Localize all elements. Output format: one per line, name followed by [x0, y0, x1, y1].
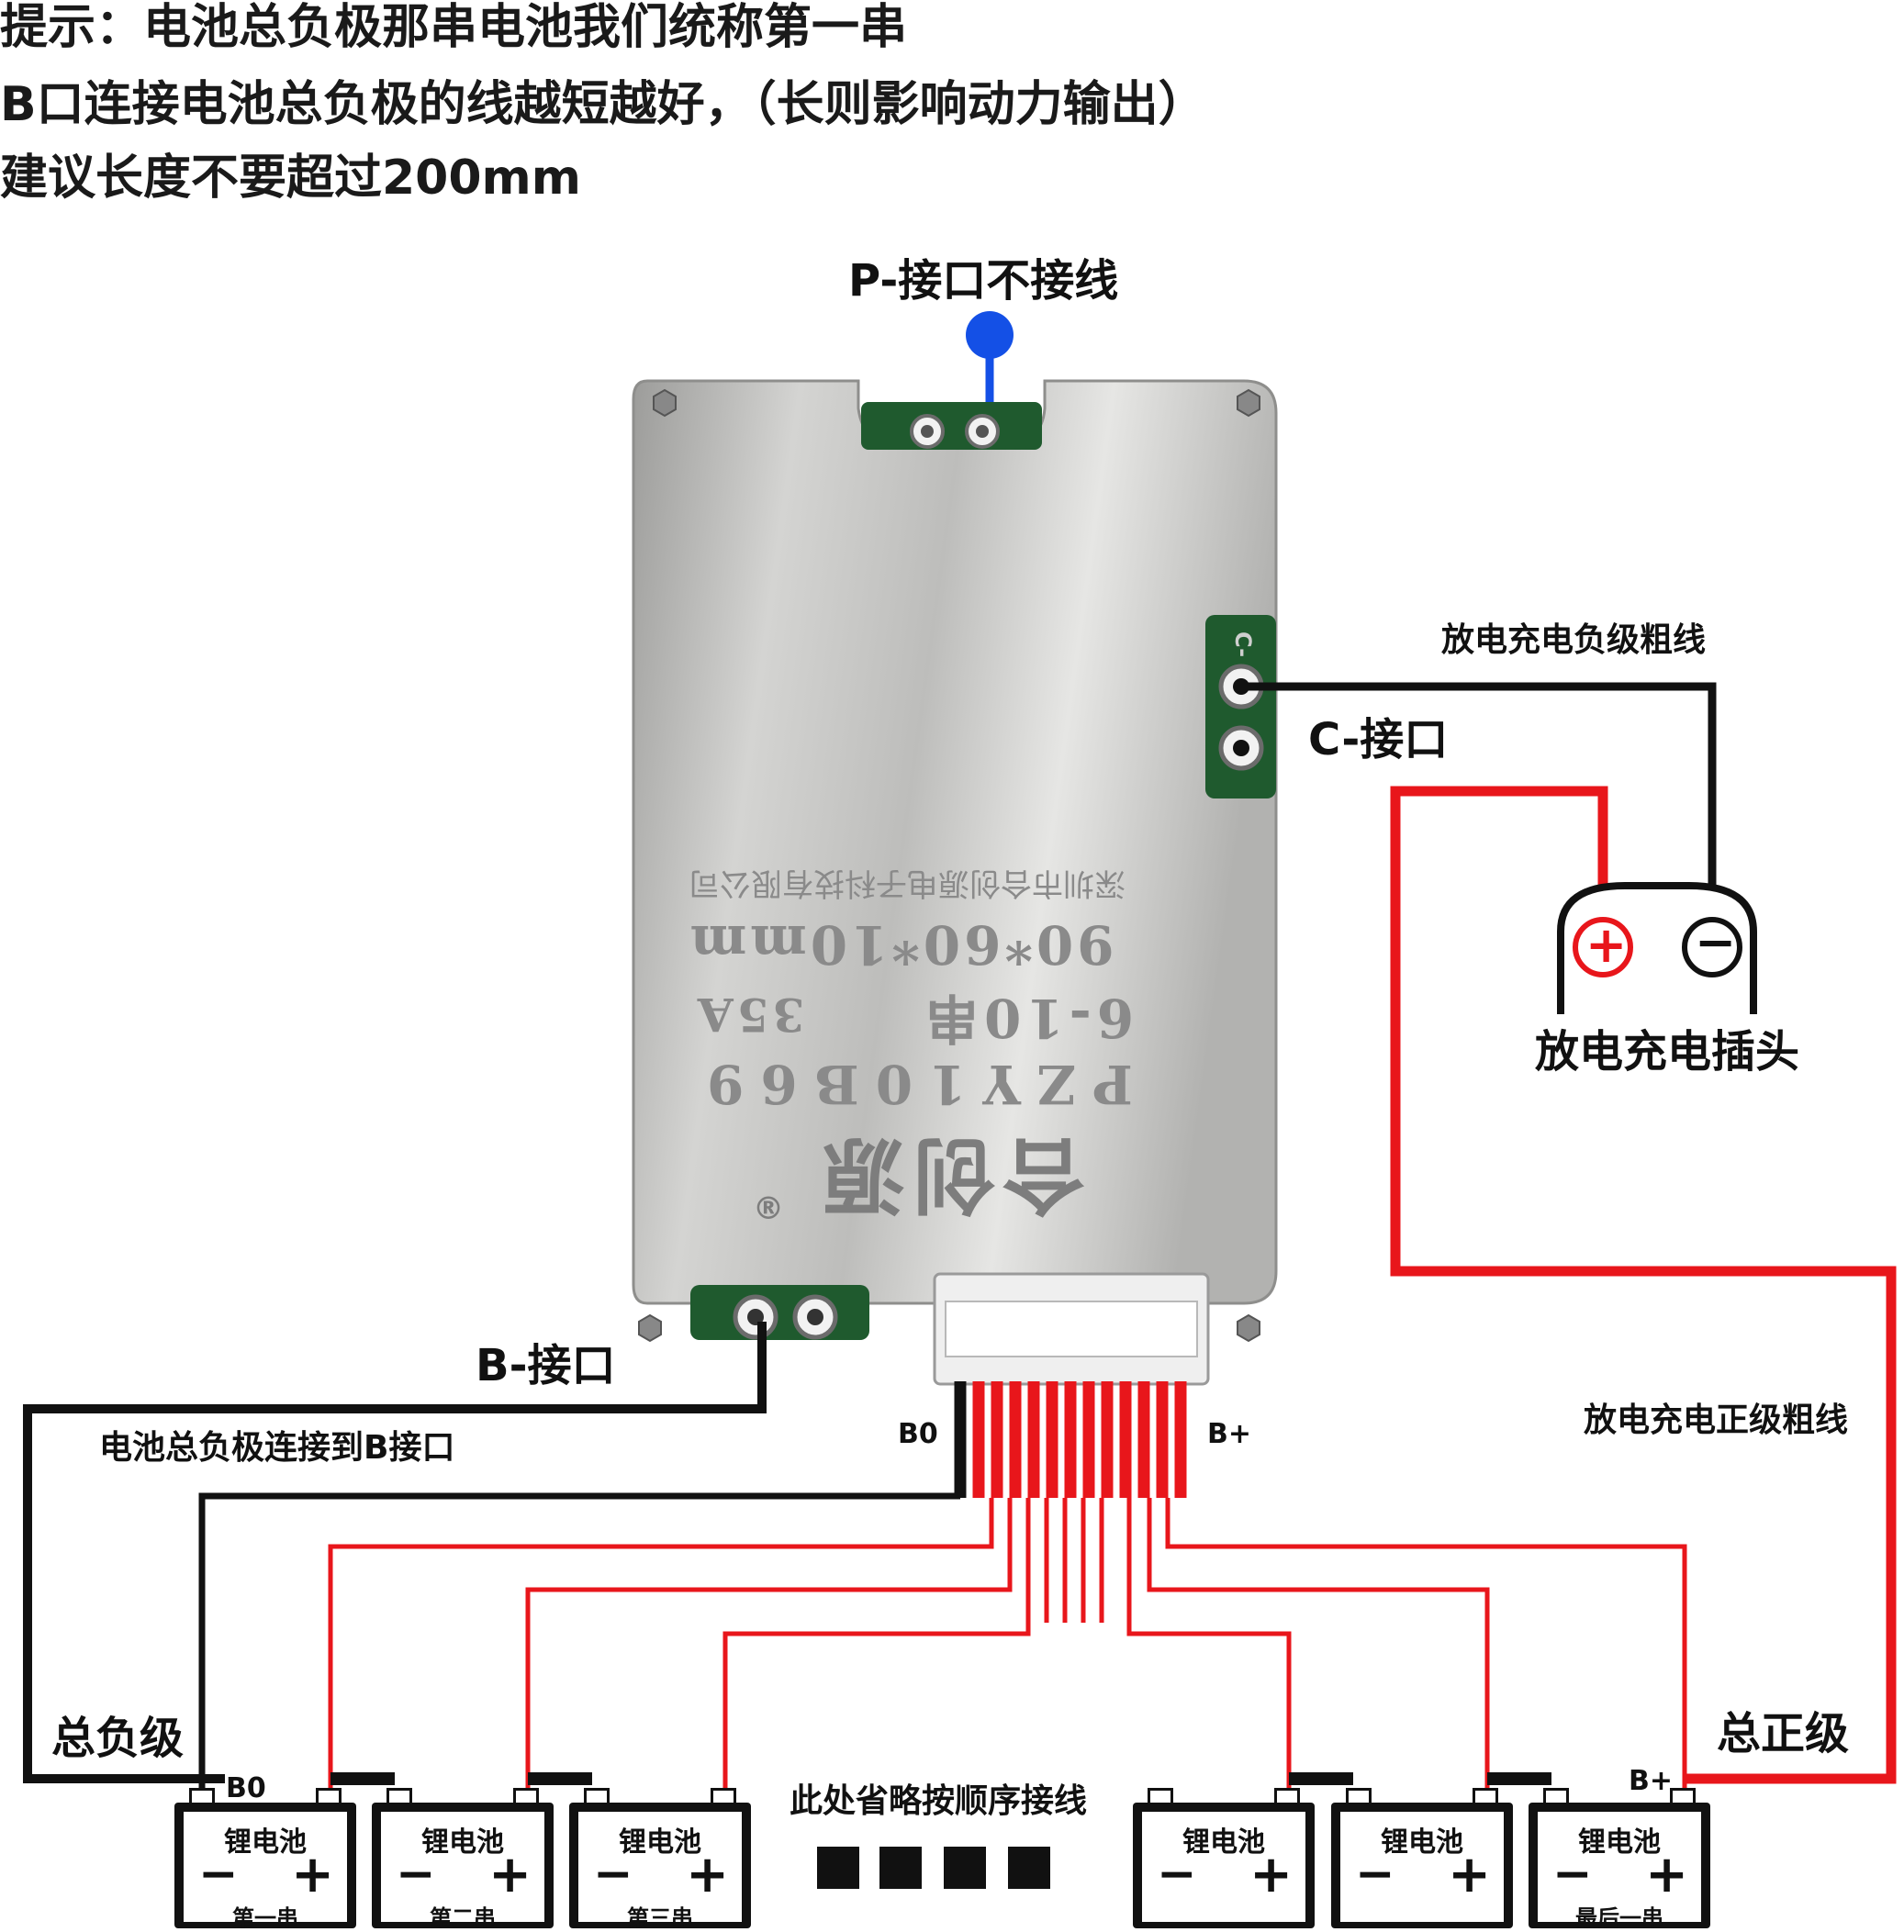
battery-plus-sign: +: [1645, 1845, 1688, 1904]
c-port-silk: C-: [1230, 631, 1257, 658]
battery-series-label: 第三串: [627, 1905, 693, 1931]
board-registered-mark: ®: [753, 1190, 784, 1227]
battery-series-label: 第一串: [232, 1905, 298, 1931]
battery-cell: 锂电池 − + 第三串: [569, 1788, 751, 1931]
main-positive-wire: [1390, 786, 1897, 1784]
b-wire-label: 电池总负极连接到B接口: [99, 1429, 455, 1467]
battery-plus-sign: +: [488, 1845, 532, 1904]
battery-cell: 锂电池 − +: [1331, 1788, 1513, 1928]
balance-wire-6: [1165, 1498, 1687, 1788]
b-port-pcb: [690, 1285, 869, 1340]
board-model: PZY10B69: [690, 1053, 1133, 1115]
b0-balance-wire: [198, 1492, 960, 1788]
ellipsis-square-2: [879, 1847, 922, 1889]
balance-wire-4: [1126, 1498, 1292, 1788]
ellipsis-square-3: [944, 1847, 986, 1889]
battery-cell: 锂电池 − + 第一串: [174, 1788, 356, 1931]
battery-plus-sign: +: [291, 1845, 334, 1904]
battery-plus-sign: +: [1249, 1845, 1293, 1904]
connector-bplus-label: B+: [1207, 1418, 1252, 1450]
balance-ribbon: [954, 1381, 1187, 1498]
balance-wire-2: [525, 1498, 1013, 1788]
positive-wire-label: 放电充电正级粗线: [1584, 1402, 1849, 1439]
board-brand-logo: 合创源: [815, 1126, 1085, 1223]
p-port-label: P-接口不接线: [848, 255, 1119, 307]
plug-plus-terminal: [1573, 917, 1633, 977]
board-current: 35A: [694, 988, 805, 1042]
battery-minus-sign: −: [396, 1847, 436, 1902]
b-minus-wire: [23, 1322, 767, 1783]
screw-bottom-right: [1237, 1313, 1260, 1343]
ellipsis-square-1: [817, 1847, 859, 1889]
screw-bottom-left: [638, 1313, 662, 1343]
total-positive-label: 总正级: [1717, 1708, 1850, 1759]
screw-top-left: [653, 388, 677, 418]
board-dimensions: 90*60*10mm: [687, 913, 1114, 976]
p-port-pcb: [861, 402, 1042, 450]
battery-b0-label: B0: [226, 1772, 266, 1804]
board-company: 深圳市合创源电子科技有限公司: [689, 865, 1126, 901]
plug-minus-terminal: [1682, 917, 1742, 977]
total-negative-label: 总负级: [51, 1713, 185, 1764]
tip-line-2: B口连接电池总负极的线越短越好，（长则影响动力输出）: [0, 77, 1206, 132]
battery-minus-sign: −: [1157, 1847, 1197, 1902]
balance-wires: [328, 1498, 1687, 1788]
c-minus-wire: [1241, 682, 1717, 890]
battery-name: 锂电池: [619, 1826, 701, 1859]
battery-minus-sign: −: [593, 1847, 633, 1902]
c-wire-label: 放电充电负级粗线: [1441, 621, 1707, 659]
balance-wire-5: [1147, 1498, 1490, 1788]
plug-minus-sign: −: [1695, 913, 1737, 971]
battery-bplus-label: B+: [1629, 1765, 1674, 1797]
battery-minus-sign: −: [1355, 1847, 1395, 1902]
balance-wire-3: [722, 1498, 1031, 1788]
battery-minus-sign: −: [198, 1847, 239, 1902]
p-wire-end: [966, 311, 1014, 359]
c-port-label: C-接口: [1308, 714, 1449, 765]
b-port-label: B-接口: [476, 1340, 616, 1391]
battery-plus-sign: +: [686, 1845, 729, 1904]
tip-line-3: 建议长度不要超过200mm: [0, 151, 581, 206]
battery-cell: 锂电池 − + 第二串: [372, 1788, 554, 1931]
plug-plus-sign: +: [1585, 916, 1628, 974]
screw-top-right: [1237, 388, 1260, 418]
balance-wire-1: [328, 1498, 994, 1788]
battery-minus-sign: −: [1552, 1847, 1593, 1902]
battery-name: 锂电池: [421, 1826, 504, 1859]
battery-cell: 锂电池 − +: [1133, 1788, 1315, 1928]
battery-name: 锂电池: [1182, 1826, 1265, 1859]
ellipsis-square-4: [1008, 1847, 1050, 1889]
battery-series-label: 最后一串: [1575, 1905, 1663, 1931]
tip-line-1: 提示：电池总负极那串电池我们统称第一串: [0, 0, 908, 55]
battery-plus-sign: +: [1448, 1845, 1491, 1904]
battery-name: 锂电池: [1381, 1826, 1463, 1859]
battery-series-label: 第二串: [430, 1905, 496, 1931]
connector-b0-label: B0: [898, 1418, 938, 1450]
omitted-wiring-label: 此处省略按顺序接线: [790, 1782, 1088, 1820]
board-series-range: 6-10串: [920, 987, 1135, 1049]
battery-name: 锂电池: [1578, 1826, 1661, 1859]
battery-cell: 锂电池 − + 最后一串: [1529, 1788, 1710, 1931]
plug-label: 放电充电插头: [1535, 1026, 1800, 1078]
battery-name: 锂电池: [224, 1826, 307, 1859]
